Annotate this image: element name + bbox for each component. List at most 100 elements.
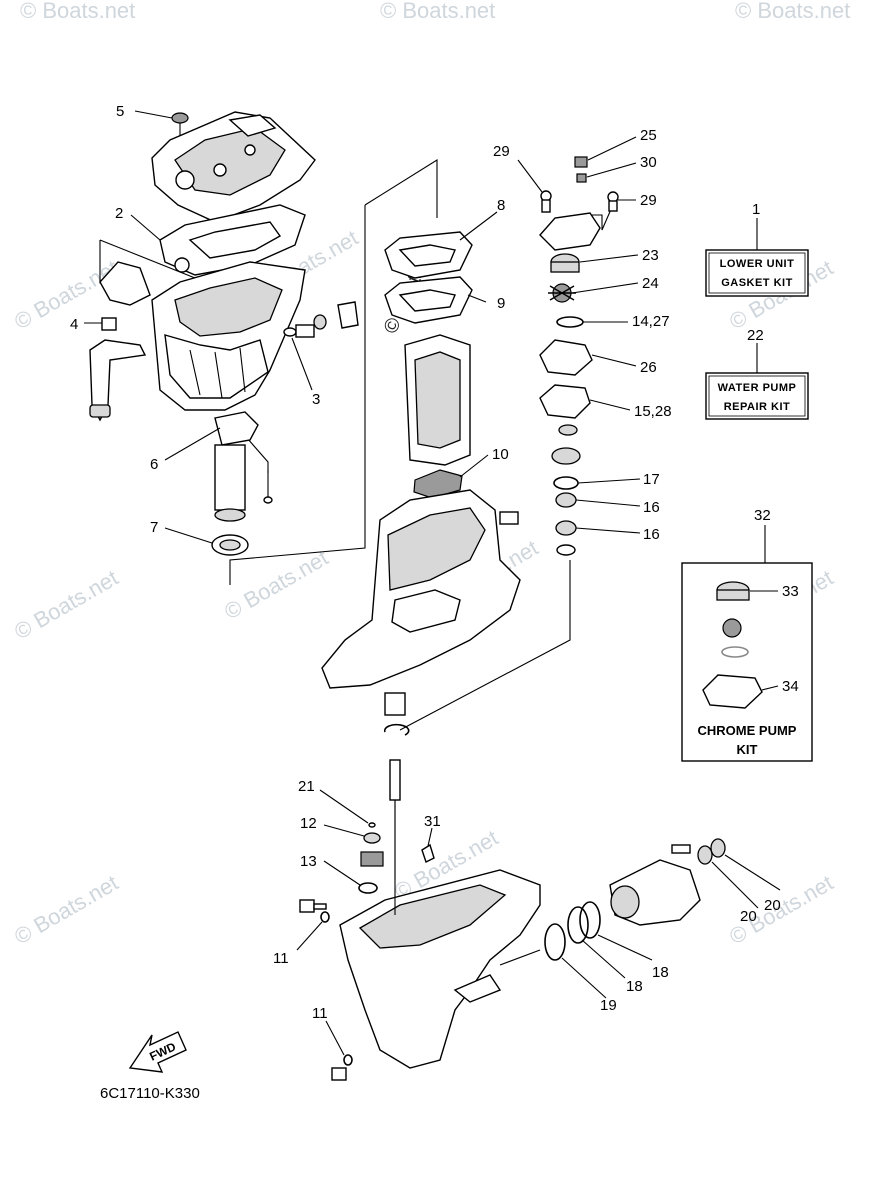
lower-unit-gasket-kit-box: 1 LOWER UNIT GASKET KIT (705, 201, 809, 297)
leader-line (319, 789, 369, 824)
leader-line (325, 1020, 345, 1056)
callout-21: 21 (298, 778, 315, 795)
leader-line (427, 827, 433, 847)
callout-5: 5 (116, 103, 124, 120)
leader-line (459, 211, 498, 241)
callout-11-upper: 11 (273, 950, 289, 967)
callout-33: 33 (782, 583, 799, 600)
water-tube-part (214, 411, 273, 522)
leader-line (517, 159, 543, 193)
kit-number: 22 (747, 327, 764, 344)
callout-30: 30 (640, 154, 657, 171)
plug-part (283, 301, 359, 338)
callout-11-lower: 11 (312, 1005, 328, 1022)
leader-line (575, 527, 641, 534)
callout-31: 31 (424, 813, 441, 830)
watermark: © Boats.net (10, 870, 122, 949)
outer-plate-part (539, 339, 593, 376)
watermark: © Boats.net (735, 0, 850, 23)
kit-label-line2: REPAIR KIT (724, 401, 791, 413)
o-ring-part (556, 316, 584, 328)
callout-17: 17 (643, 471, 660, 488)
callout-16-upper: 16 (643, 499, 660, 516)
water-pump-housing-part (539, 156, 619, 251)
kit-label-line1: CHROME PUMP (698, 723, 797, 738)
callout-3: 3 (312, 391, 320, 408)
plate-part (702, 674, 763, 709)
gasket-part (159, 204, 306, 276)
watermark: © Boats.net (20, 0, 135, 23)
leader-line (561, 957, 607, 999)
seal-part (413, 469, 463, 499)
callout-20-lower: 20 (740, 908, 757, 925)
leader-line (571, 282, 639, 294)
callout-labels: 5 2 4 3 6 7 8 9 10 29 25 30 29 23 24 14,… (70, 103, 799, 1022)
leader-line (581, 939, 626, 979)
callout-8: 8 (497, 197, 505, 214)
callout-15-28: 15,28 (634, 403, 672, 420)
callout-18-upper: 18 (652, 964, 669, 981)
kit-label-line2: KIT (737, 742, 758, 757)
leader-line (164, 427, 221, 461)
callout-12: 12 (300, 815, 317, 832)
diagram-code: 6C17110-K330 (100, 1085, 200, 1102)
leader-line (711, 861, 759, 909)
leader-line (296, 921, 323, 951)
seal-part (697, 845, 713, 865)
chrome-pump-kit-box: 32 CHROME PUMP KIT (681, 507, 813, 762)
callout-7: 7 (150, 519, 158, 536)
kit-number: 32 (754, 507, 771, 524)
callout-6: 6 (150, 456, 158, 473)
pump-insert-part (716, 589, 750, 601)
guide-line (590, 206, 613, 231)
leader-line (589, 399, 631, 411)
washer-part (363, 832, 381, 844)
leader-line (130, 214, 161, 241)
callout-24: 24 (642, 275, 659, 292)
pinion-part (383, 692, 410, 736)
watermark: © Boats.net (220, 545, 332, 624)
leader-line (323, 824, 365, 837)
callout-34: 34 (782, 678, 799, 695)
callout-29-top: 29 (493, 143, 510, 160)
leader-line (164, 527, 213, 544)
callout-19: 19 (600, 997, 617, 1014)
ball-part (368, 822, 376, 828)
callout-23: 23 (642, 247, 659, 264)
seal-stack-part (551, 424, 581, 556)
leader-line (586, 162, 637, 178)
guide-line (229, 205, 366, 585)
kit-number: 1 (752, 201, 760, 218)
leader-line (577, 478, 641, 484)
kit-label-line1: WATER PUMP (718, 382, 797, 394)
o-ring-part (358, 882, 378, 894)
leader-line (761, 685, 779, 691)
leader-line (597, 934, 653, 961)
key-part (421, 843, 435, 863)
leader-line (591, 354, 637, 367)
upper-casing-body-part (151, 261, 306, 411)
leader-line (134, 110, 173, 119)
exhaust-guide-part (404, 334, 471, 466)
guide-line (364, 159, 438, 218)
watermark: © Boats.net (10, 565, 122, 644)
seal-part (710, 838, 726, 858)
callout-10: 10 (492, 446, 509, 463)
forward-direction-arrow: FWD (128, 1031, 187, 1073)
impeller-part (548, 283, 576, 303)
kit-label-line1: LOWER UNIT (720, 258, 795, 270)
cap-part (171, 112, 189, 124)
callout-2: 2 (115, 205, 123, 222)
kit-label-line2: GASKET KIT (721, 277, 793, 289)
bolt-part (299, 899, 330, 923)
leader-line (291, 337, 313, 391)
o-ring-part (721, 646, 749, 658)
callout-4: 4 (70, 316, 78, 333)
bushing-part (360, 851, 384, 867)
callout-29-right: 29 (640, 192, 657, 209)
callout-16-lower: 16 (643, 526, 660, 543)
callout-9: 9 (497, 295, 505, 312)
impeller-part (722, 618, 742, 638)
gasket-part (384, 276, 473, 324)
